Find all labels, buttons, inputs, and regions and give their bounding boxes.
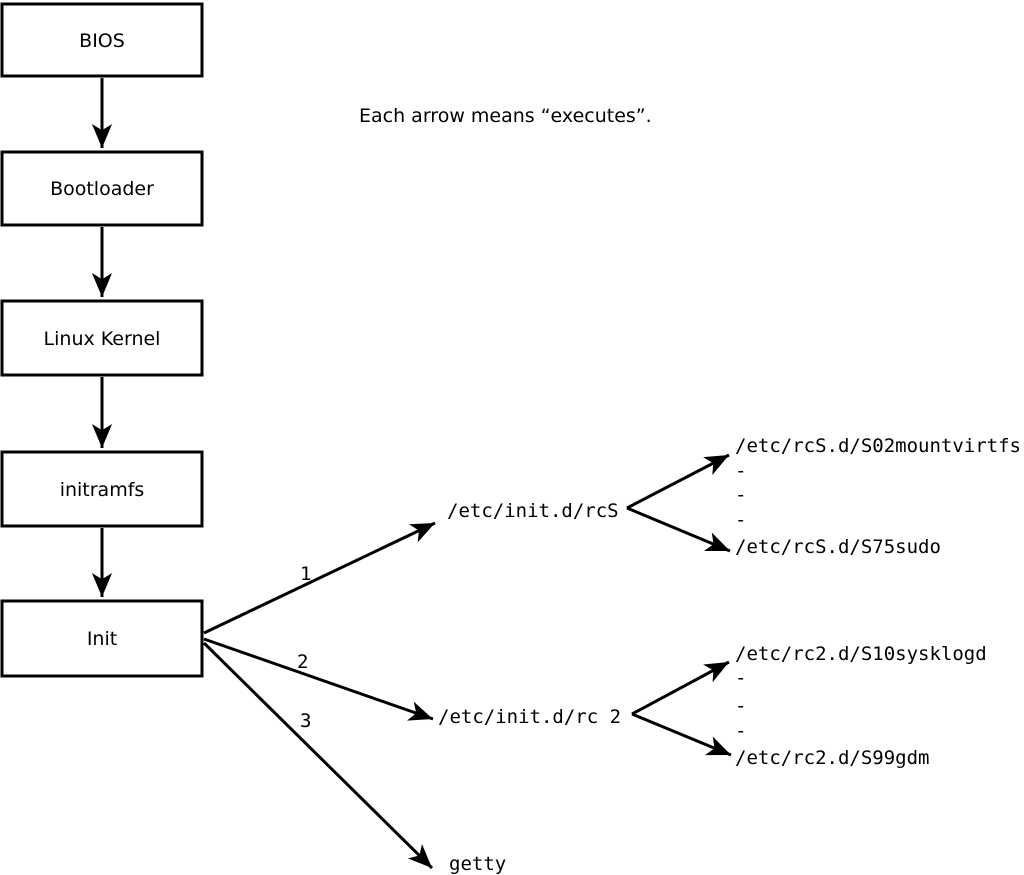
box-linux-kernel-label: Linux Kernel <box>44 328 161 350</box>
rc2-script-ellipsis: - <box>735 695 746 717</box>
box-bootloader <box>0 150 204 227</box>
arrow-init-to-getty <box>202 641 434 870</box>
note-executes: Each arrow means “executes”. <box>359 105 652 127</box>
box-linux-kernel <box>0 299 204 377</box>
label-getty: getty <box>449 853 506 875</box>
rc2-script-item: /etc/rc2.d/S99gdm <box>735 747 929 769</box>
rc2-script-item: /etc/rc2.d/S10sysklogd <box>735 643 987 665</box>
rcs-script-ellipsis: - <box>735 460 746 482</box>
rcs-script-ellipsis: - <box>735 484 746 506</box>
box-init <box>0 599 204 678</box>
label-rcs-script: /etc/init.d/rcS <box>447 500 619 522</box>
rcs-script-ellipsis: - <box>735 509 746 531</box>
box-initramfs-label: initramfs <box>60 479 145 501</box>
branch-number-3: 3 <box>300 710 311 732</box>
arrow-init-to-rc2 <box>203 637 434 721</box>
branch-number-2: 2 <box>297 651 308 673</box>
rc2-script-ellipsis: - <box>735 720 746 742</box>
arrow-rcs-to-last-script <box>626 506 731 553</box>
box-bios-label: BIOS <box>79 30 125 52</box>
label-rc2-script: /etc/init.d/rc 2 <box>438 706 621 728</box>
arrow-init-to-rcs <box>203 521 436 635</box>
rc2-script-ellipsis: - <box>735 667 746 689</box>
box-bios <box>0 2 204 78</box>
arrow-rc2-to-last-script <box>631 712 732 757</box>
arrow-rcs-to-first-script <box>626 453 730 510</box>
box-init-label: Init <box>87 628 117 650</box>
arrow-rc2-to-first-script <box>631 660 730 716</box>
box-bootloader-label: Bootloader <box>50 178 154 200</box>
rcs-script-item: /etc/rcS.d/S02mountvirtfs <box>735 435 1021 457</box>
box-initramfs <box>0 450 204 528</box>
branch-number-1: 1 <box>300 563 311 585</box>
rcs-script-item: /etc/rcS.d/S75sudo <box>735 536 941 558</box>
